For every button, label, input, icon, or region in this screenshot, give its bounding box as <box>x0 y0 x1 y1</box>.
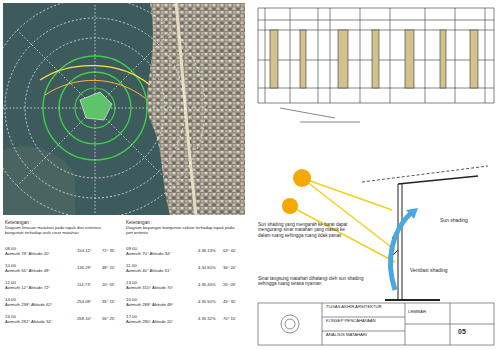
table-cell: 268.10° <box>77 317 101 322</box>
table-cell: 4.35.32% <box>198 317 222 322</box>
part-label: Sun shading <box>440 218 468 224</box>
table-cell: 36° 20' <box>223 266 245 271</box>
table-cell: 10.00 <box>5 263 65 268</box>
table-cell: Azimuth 310° Altitude 70° <box>126 286 196 291</box>
table-cell: 4.35.40% <box>198 283 222 288</box>
table-cell: Azimuth 282° Altitude 34° <box>5 320 75 325</box>
title-cell: KONSEP PENCAHAYAAN <box>326 319 402 324</box>
table-cell: 14.00 <box>5 297 65 302</box>
table-cell: 08.00 <box>5 246 65 251</box>
part-label: Ventilasi shading <box>410 268 448 274</box>
table-cell: 254.08° <box>77 300 101 305</box>
note-text: Sun shading yang mengarah ke barat dapat… <box>258 222 358 238</box>
table-cell: 4.36.13% <box>198 249 222 254</box>
table-heading: Keterangan : <box>126 220 236 225</box>
table-cell: 35° 15' <box>102 300 124 305</box>
title-block <box>258 303 494 345</box>
elevation-drawing <box>258 8 494 122</box>
title-cell: ANALISIS MATAHARI <box>326 333 402 338</box>
table-cell: Azimuth 288° Altitude 48° <box>126 303 196 308</box>
title-cell: LEMBAR <box>408 309 448 314</box>
sheet-number: 05 <box>458 328 488 336</box>
table-heading: Keterangan : <box>5 220 115 225</box>
table-cell: 136.29° <box>77 266 101 271</box>
table-cell: 09.00 <box>126 246 186 251</box>
table-cell: Azimuth 40° Altitude 61° <box>126 269 196 274</box>
table-cell: 70° 10' <box>223 317 245 322</box>
title-cell: TUGAS AKHIR ARSITEKTUR <box>326 305 402 310</box>
table-cell: Azimuth 12° Altitude 72° <box>5 286 75 291</box>
table-cell: Azimuth 56° Altitude 48° <box>5 269 75 274</box>
table-cell: Azimuth 70° Altitude 34° <box>126 252 196 257</box>
note-text: Sinar langsung matahari dihalangi oleh s… <box>258 276 378 287</box>
table-cell: 20° 55' <box>102 283 124 288</box>
table-note: Diagram lintasan matahari pada tapak dan… <box>5 226 120 236</box>
table-cell: 15.00 <box>126 297 186 302</box>
table-cell: Azimuth 298° Altitude 62° <box>5 303 75 308</box>
table-cell: 12.00 <box>5 280 65 285</box>
table-cell: 72° 35' <box>102 249 124 254</box>
table-cell: Azimuth 78° Altitude 20° <box>5 252 75 257</box>
table-cell: 63° 40' <box>223 249 245 254</box>
table-cell: 45° 30' <box>223 300 245 305</box>
table-cell: 11.00 <box>126 263 186 268</box>
table-cell: 48° 10' <box>102 266 124 271</box>
table-cell: 13.00 <box>126 280 186 285</box>
table-cell: Azimuth 280° Altitude 20° <box>126 320 196 325</box>
table-cell: 4.34.60% <box>198 266 222 271</box>
table-cell: 17.00 <box>126 314 186 319</box>
table-cell: 4.35.50% <box>198 300 222 305</box>
table-cell: 16.00 <box>5 314 65 319</box>
table-cell: 154.12° <box>77 249 101 254</box>
table-note: Diagram bayangan bangunan sekitar terhad… <box>126 226 241 236</box>
table-cell: 26° 05' <box>223 283 245 288</box>
site-map <box>0 0 245 218</box>
table-cell: 56° 25' <box>102 317 124 322</box>
table-cell: 114.73° <box>77 283 101 288</box>
